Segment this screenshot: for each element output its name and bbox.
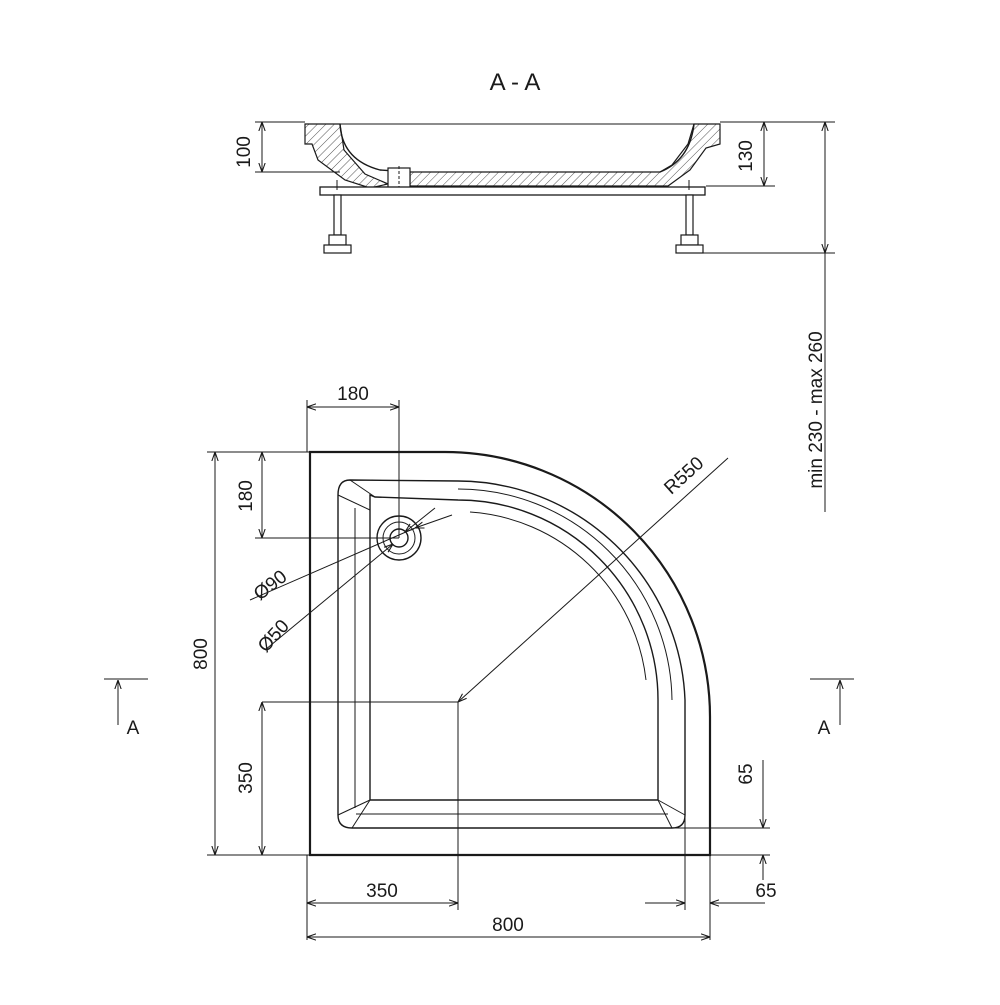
basin-chamfers [337,479,686,829]
dim-rim-right: 65 [672,760,770,880]
dim-center-y: 350 [236,702,262,855]
dim-drain-x: 180 [306,384,400,538]
dim-drain-y-label: 180 [236,480,257,512]
dim-outer-diameter-label: Ø90 [250,566,291,605]
section-view: A - A 100 [234,69,835,512]
tray-outer-outline [308,450,712,857]
dim-drain-x-label: 180 [337,384,369,405]
tray-section-floor [409,123,721,187]
dim-inner-diameter-label: Ø50 [254,616,294,657]
support-frame [319,186,706,196]
section-marker-right: A [810,678,854,739]
dim-leg-range: min 230 - max 260 [703,121,835,512]
section-title: A - A [490,69,541,96]
section-marker-left: A [104,678,148,739]
dim-height-label: 800 [191,638,212,670]
plan-view: R550 180 180 Ø90 Ø50 [104,384,854,940]
dim-rim-height-label: 100 [234,136,255,168]
dim-height: 800 [191,451,310,856]
section-marker-left-label: A [127,718,140,739]
dim-rim-height: 100 [234,121,340,173]
dim-rim-right-label: 65 [736,763,757,784]
leg-left [323,180,352,254]
dim-center-x-label: 350 [366,881,398,902]
dim-radius: R550 [458,453,729,702]
dim-width: 800 [307,855,711,940]
tray-basin-outline [369,493,659,801]
dim-rim-bottom: 65 [645,815,777,910]
tray-section-left-wall [304,123,390,189]
dim-drain-diameters: Ø90 Ø50 [249,507,453,657]
section-marker-right-label: A [818,718,831,739]
dim-center-x: 350 [306,855,458,940]
leg-right [675,180,704,254]
tray-inner-basin [339,123,695,173]
dim-radius-label: R550 [660,453,708,499]
dim-rim-bottom-label: 65 [755,881,776,902]
dim-drain-y: 180 [236,451,399,539]
dim-leg-range-label: min 230 - max 260 [806,331,827,488]
dim-center-y-label: 350 [236,762,257,794]
dim-width-label: 800 [492,915,524,936]
dim-total-height-label: 130 [736,140,757,172]
